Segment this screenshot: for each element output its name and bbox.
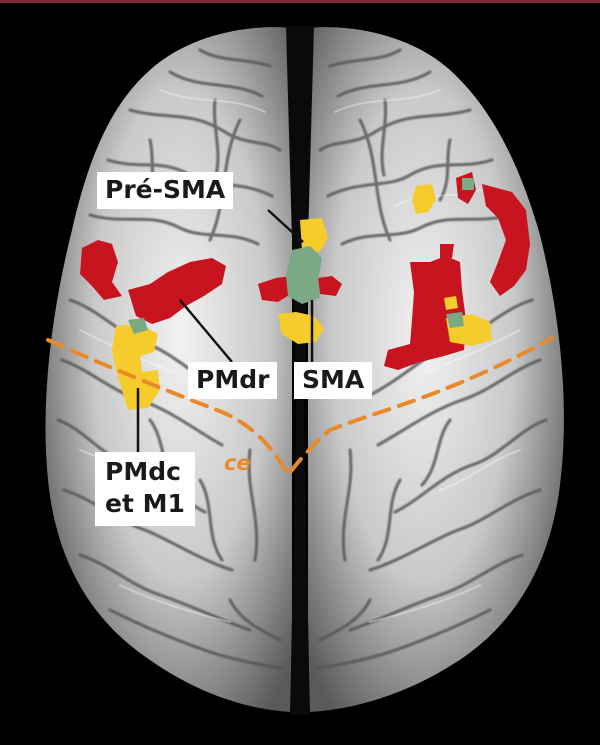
label-sma: SMA: [294, 362, 373, 399]
label-pre-sma: Pré-SMA: [97, 172, 234, 209]
activation-red-7: [440, 244, 454, 258]
leader-pmdr: [179, 299, 233, 363]
central-sulcus-dashed-line: [46, 336, 554, 479]
activation-yellow-10: [112, 324, 160, 410]
activation-red-3: [318, 276, 342, 296]
activation-clusters: [80, 172, 530, 410]
activation-yellow-13: [444, 296, 458, 310]
activation-red-4: [384, 256, 466, 370]
activation-green-14: [286, 246, 322, 304]
label-pmdc-line1: PMdc: [105, 457, 181, 486]
label-pmdr: PMdr: [188, 362, 278, 399]
leader-pre-sma: [267, 209, 304, 243]
activation-red-1: [128, 258, 226, 324]
top-border: [0, 0, 600, 3]
activation-red-0: [80, 240, 122, 300]
activation-yellow-11: [412, 184, 436, 214]
leader-lines: [136, 209, 314, 452]
activation-red-5: [482, 184, 530, 296]
activation-green-15: [128, 318, 148, 334]
activation-green-16: [446, 312, 464, 328]
activation-yellow-8: [300, 218, 328, 252]
activation-green-17: [462, 178, 474, 190]
label-pmdc-et-m1: PMdc et M1: [95, 452, 195, 526]
label-central-sulcus: ce: [224, 451, 251, 475]
activation-red-2: [258, 276, 294, 302]
label-pmdc-line2: et M1: [105, 489, 185, 518]
